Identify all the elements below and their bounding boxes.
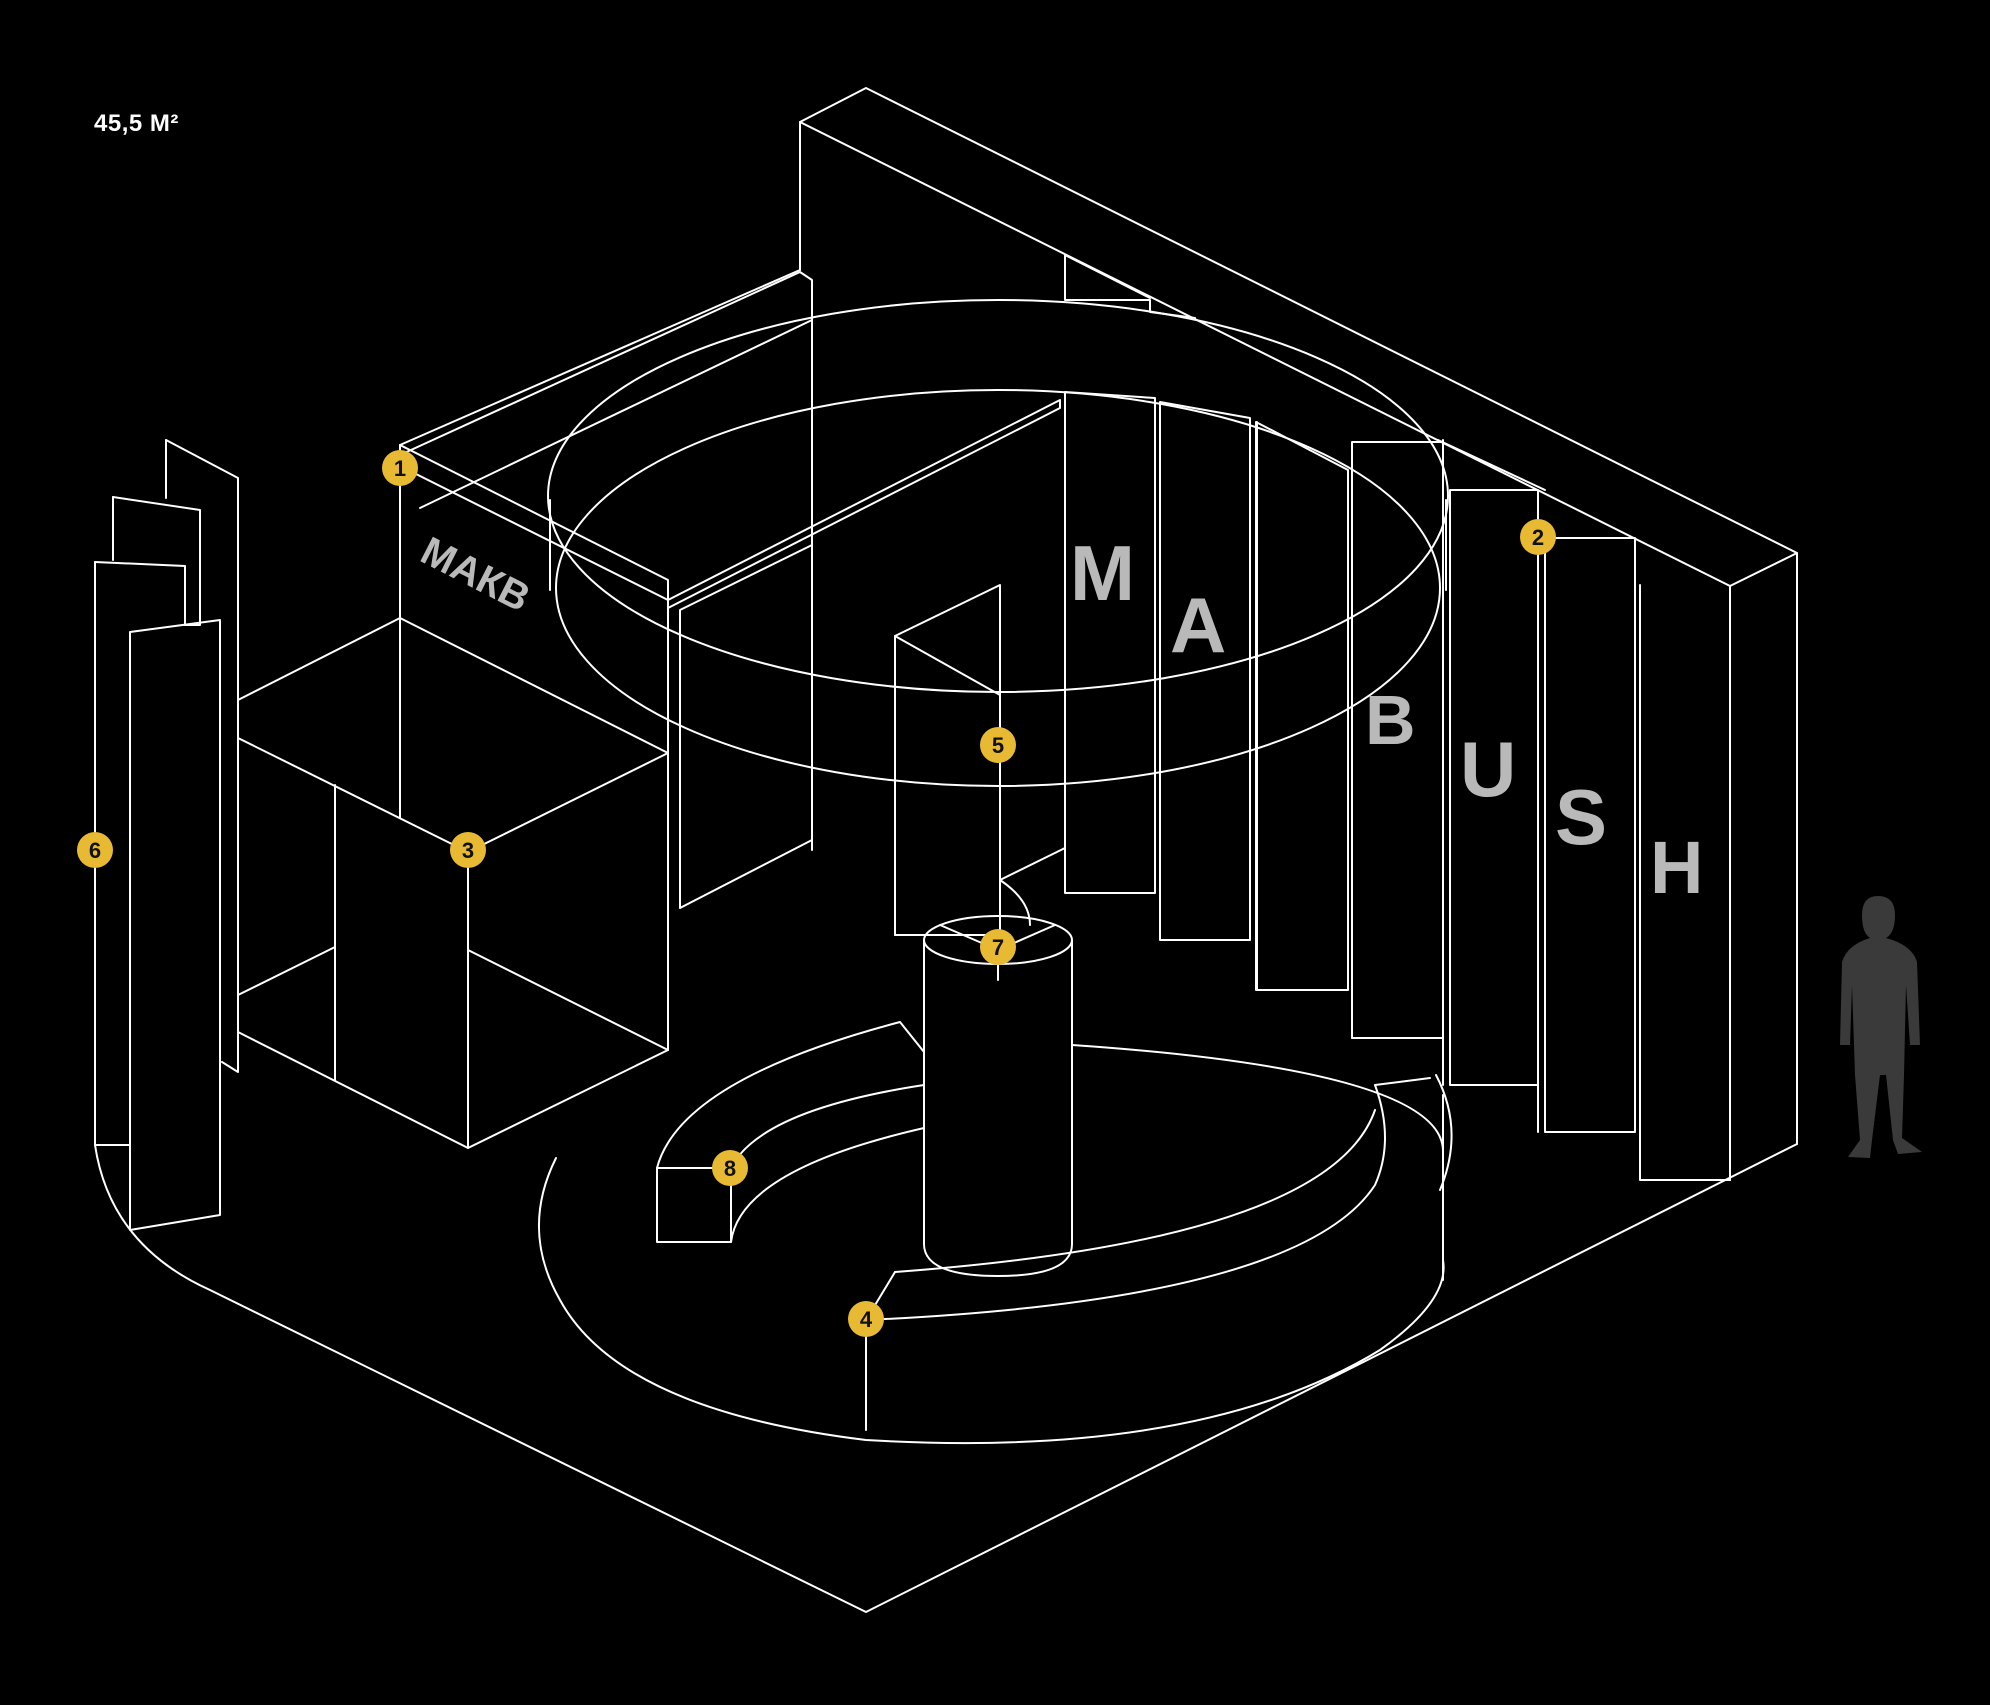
marker-2: 2 — [1520, 519, 1556, 555]
svg-text:8: 8 — [724, 1156, 736, 1181]
left-panels — [94, 439, 239, 1231]
brand-letter-h: H — [1650, 826, 1703, 909]
svg-text:2: 2 — [1532, 525, 1544, 550]
side-brand-text: МАКВ — [414, 529, 537, 621]
brand-letter-m: M — [1070, 529, 1135, 617]
svg-text:7: 7 — [992, 935, 1004, 960]
curved-bench — [656, 1021, 925, 1243]
floor-platform — [94, 1143, 1798, 1613]
central-column — [923, 915, 1073, 1277]
middle-wall — [399, 269, 1066, 1051]
left-cabinet — [237, 444, 669, 1149]
hanging-ring — [547, 299, 1449, 787]
brand-letter-a: A — [1170, 581, 1226, 669]
svg-text:3: 3 — [462, 838, 474, 863]
round-platform — [537, 1044, 1453, 1445]
marker-8: 8 — [712, 1150, 748, 1186]
svg-text:1: 1 — [394, 456, 406, 481]
marker-3: 3 — [450, 832, 486, 868]
person-silhouette — [1840, 896, 1922, 1158]
marker-5: 5 — [980, 727, 1016, 763]
area-label: 45,5 M² — [94, 110, 179, 137]
brand-letter-u: U — [1460, 725, 1516, 813]
marker-6: 6 — [77, 832, 113, 868]
marker-4: 4 — [848, 1301, 884, 1337]
back-wall-panels — [1064, 391, 1731, 1181]
marker-1: 1 — [382, 450, 418, 486]
marker-7: 7 — [980, 929, 1016, 965]
back-wall — [799, 87, 1798, 1181]
brand-letter-s: S — [1555, 773, 1607, 861]
svg-text:5: 5 — [992, 733, 1004, 758]
svg-text:4: 4 — [860, 1307, 873, 1332]
svg-text:6: 6 — [89, 838, 101, 863]
brand-letter-b: B — [1365, 681, 1416, 759]
